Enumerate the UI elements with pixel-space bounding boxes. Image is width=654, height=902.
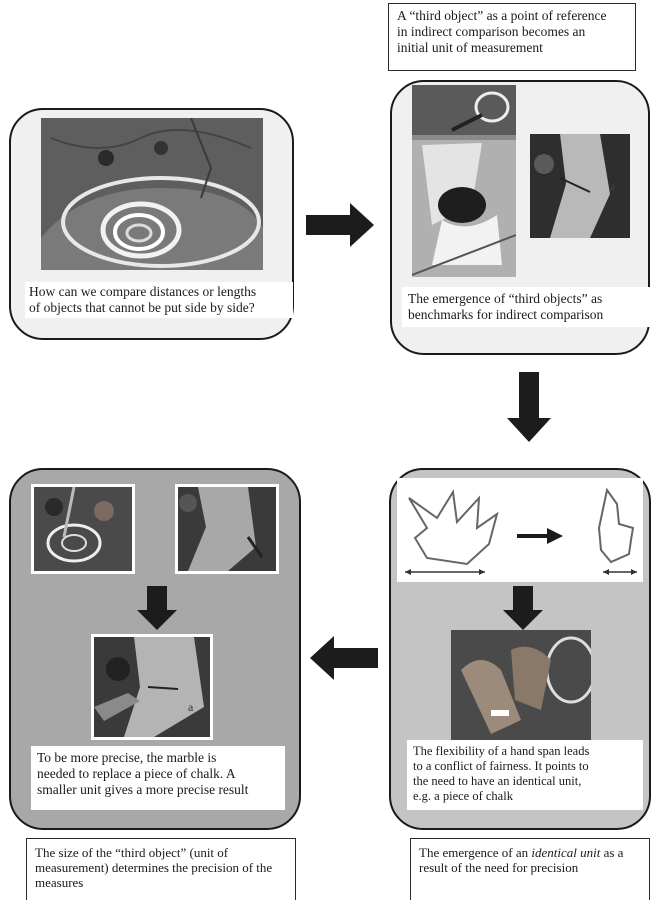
child-measuring-photo — [412, 85, 516, 277]
question-line-1: How can we compare distances or lengths — [29, 284, 289, 300]
precision-line-1: To be more precise, the marble is — [37, 750, 279, 766]
flexibility-down-arrow — [503, 586, 543, 630]
flexibility-panel: The flexibility of a hand span leads to … — [389, 468, 651, 830]
hand-span-illustration — [397, 478, 643, 582]
flexibility-panel-text: The flexibility of a hand span leads to … — [407, 740, 643, 810]
down-arrow — [507, 372, 551, 444]
left-arrow — [310, 636, 380, 680]
question-panel: How can we compare distances or lengths … — [9, 108, 294, 340]
marble-chalk-photo: a — [91, 634, 213, 740]
bottom-right-line-1-prefix: The emergence of an — [419, 845, 531, 860]
bottom-left-caption-box: The size of the “third object” (unit of … — [26, 838, 296, 900]
precision-panel-text: To be more precise, the marble is needed… — [31, 746, 285, 810]
precision-panel: a To be more precise, the marble is need… — [9, 468, 301, 830]
bottom-left-line-1: The size of the “third object” (unit of — [35, 845, 287, 860]
chalk-hand-photo — [175, 484, 279, 574]
bottom-right-caption-box: The emergence of an identical unit as a … — [410, 838, 650, 900]
bottom-right-line-1-italic: identical unit — [531, 845, 600, 860]
emergence-line-1: The emergence of “third objects” as — [408, 291, 644, 307]
precision-photo-label: a — [188, 700, 194, 714]
flexibility-line-3: the need to have an identical unit, — [413, 774, 637, 789]
emergence-panel-text: The emergence of “third objects” as benc… — [402, 287, 650, 327]
chalk-line-photo: a — [530, 134, 630, 238]
marble-circles-photo — [31, 484, 135, 574]
flexibility-line-2: to a conflict of fairness. It points to — [413, 759, 637, 774]
right-arrow — [306, 203, 376, 247]
precision-down-arrow — [137, 586, 177, 630]
bottom-left-line-3: measures — [35, 875, 287, 890]
chalk-circles-illustration — [41, 118, 263, 270]
marble-circles-illustration — [34, 487, 132, 571]
question-panel-text: How can we compare distances or lengths … — [25, 282, 293, 318]
top-caption-box: A “third object” as a point of reference… — [388, 3, 636, 71]
flexibility-line-4: e.g. a piece of chalk — [413, 789, 637, 804]
bottom-right-line-1: The emergence of an identical unit as a — [419, 845, 641, 860]
hands-chalk-illustration — [451, 630, 591, 740]
chalk-circles-photo — [41, 118, 263, 270]
question-line-2: of objects that cannot be put side by si… — [29, 300, 289, 316]
marble-chalk-illustration: a — [94, 637, 210, 737]
top-caption-line-1: A “third object” as a point of reference — [397, 8, 627, 24]
hand-span-sketch — [397, 478, 643, 582]
chalk-hand-illustration — [178, 487, 276, 571]
emergence-panel: a The emergence of “third objects” as be… — [390, 80, 650, 355]
flexibility-line-1: The flexibility of a hand span leads — [413, 744, 637, 759]
emergence-photo-label: a — [610, 179, 616, 193]
precision-line-3: smaller unit gives a more precise result — [37, 782, 279, 798]
bottom-right-line-2: result of the need for precision — [419, 860, 641, 875]
emergence-line-2: benchmarks for indirect comparison — [408, 307, 644, 323]
chalk-line-illustration: a — [530, 134, 630, 238]
child-measuring-illustration — [412, 85, 516, 277]
top-caption-line-3: initial unit of measurement — [397, 40, 627, 56]
top-caption-line-2: in indirect comparison becomes an — [397, 24, 627, 40]
hands-chalk-photo — [451, 630, 591, 740]
bottom-left-line-2: measurement) determines the precision of… — [35, 860, 287, 875]
bottom-right-line-1-suffix: as a — [600, 845, 623, 860]
precision-line-2: needed to replace a piece of chalk. A — [37, 766, 279, 782]
